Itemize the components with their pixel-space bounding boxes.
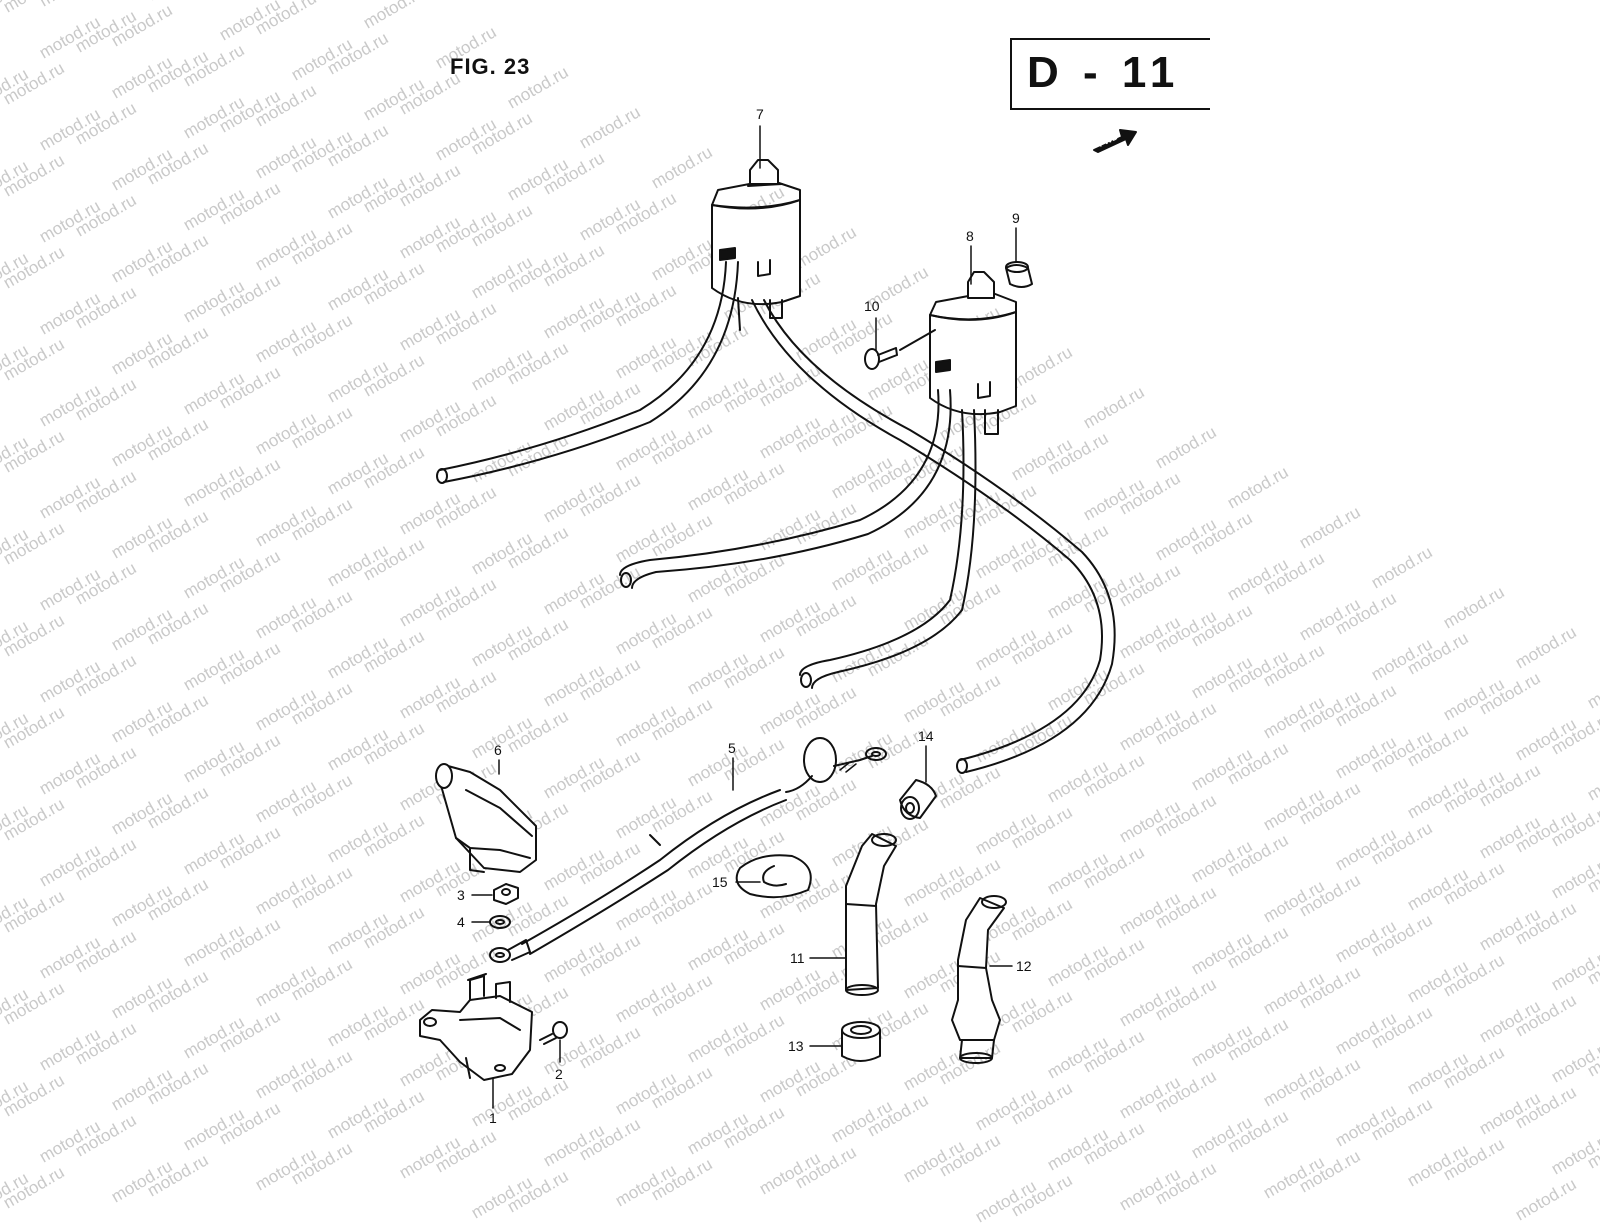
screw-2	[539, 1021, 568, 1045]
nut-3	[493, 883, 519, 905]
callout-12: 12	[1016, 958, 1032, 974]
callout-11: 11	[790, 950, 805, 966]
plug-cap-6	[435, 763, 537, 873]
callout-2: 2	[555, 1066, 563, 1082]
screw-10	[864, 347, 898, 370]
callout-8: 8	[966, 228, 974, 244]
section-code-box	[1010, 38, 1210, 110]
high-tension-leads	[436, 261, 1116, 774]
callout-1: 1	[489, 1110, 497, 1126]
callout-5: 5	[728, 740, 736, 756]
ignition-coil-upper	[711, 159, 801, 331]
callout-13: 13	[788, 1038, 804, 1054]
fwd-arrow-icon	[1093, 129, 1137, 153]
callout-4: 4	[457, 914, 465, 930]
diagram-drawing: FWD	[419, 125, 1137, 1109]
callout-14: 14	[918, 728, 934, 744]
plug-cap-11	[845, 833, 897, 996]
starter-relay-1	[419, 973, 533, 1081]
section-code: D - 11	[1027, 48, 1181, 97]
grommet-14	[899, 779, 937, 820]
cap-13	[841, 1021, 881, 1062]
ignition-coil-lower	[899, 271, 1017, 435]
callout-15: 15	[712, 874, 728, 890]
leader-lines	[471, 125, 1017, 1109]
callout-7: 7	[756, 106, 764, 122]
lead-wire-5	[489, 737, 887, 963]
callout-10: 10	[864, 298, 880, 314]
callout-3: 3	[457, 887, 465, 903]
washer-4	[489, 915, 511, 929]
callout-6: 6	[494, 742, 502, 758]
figure-title: FIG. 23	[450, 54, 531, 79]
cap-9	[1005, 261, 1033, 288]
callout-9: 9	[1012, 210, 1020, 226]
plug-cap-12	[951, 895, 1007, 1064]
grommet-15	[735, 854, 812, 899]
